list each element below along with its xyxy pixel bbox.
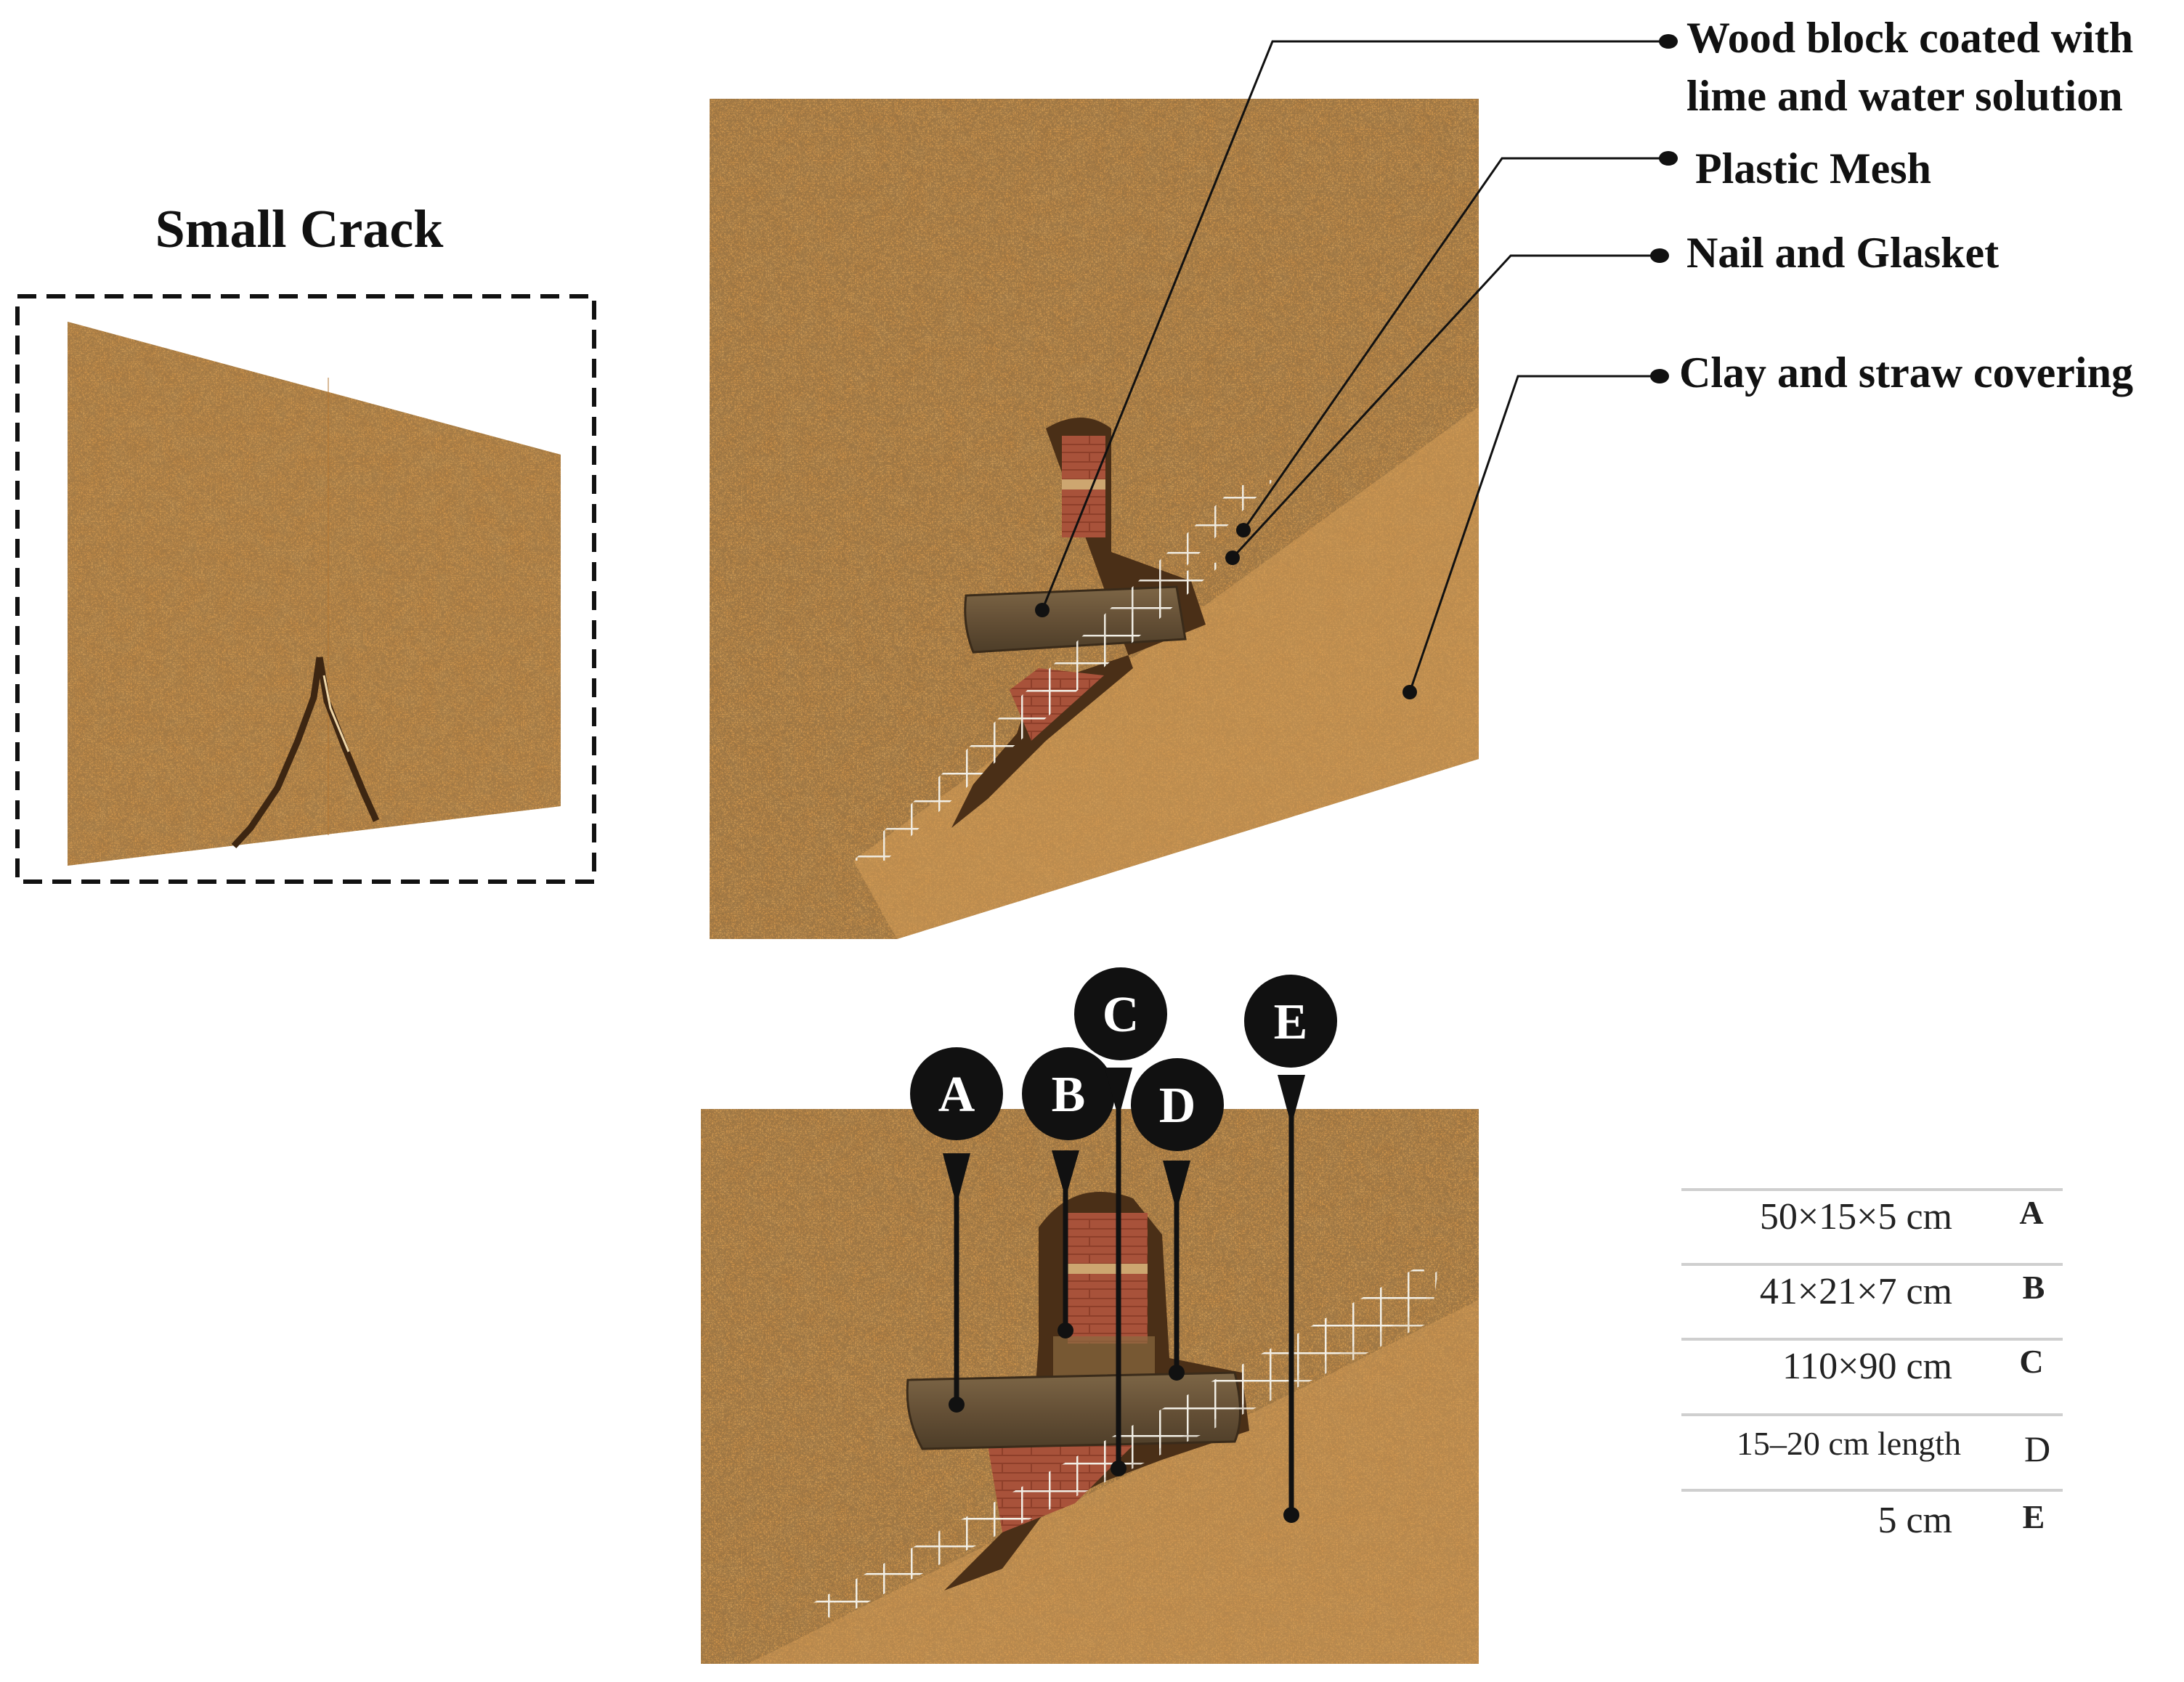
callout-nail-text: Nail and Glasket <box>1686 229 1999 277</box>
table-row: 5 cm E <box>1877 1498 2045 1541</box>
table-dimension: 41×21×7 cm <box>1760 1271 1952 1312</box>
table-row: 110×90 cm C <box>1782 1343 2044 1387</box>
callout-plastic-mesh: Plastic Mesh <box>1236 145 1931 537</box>
small-crack-wall <box>68 322 561 866</box>
table-letter: A <box>2019 1194 2043 1231</box>
marker-a: A <box>910 1047 1003 1413</box>
bottom-plastic-mesh <box>803 1264 1438 1620</box>
table-dimension: 15–20 cm length <box>1737 1425 1961 1462</box>
table-letter: D <box>2024 1429 2050 1469</box>
marker-e: E <box>1244 975 1337 1523</box>
callout-nail: Nail and Glasket <box>1225 229 1999 565</box>
callout-wood-block: Wood block coated with lime and water so… <box>1035 14 2133 617</box>
callout-wood-line1: Wood block coated with <box>1686 14 2133 62</box>
marker-c-letter: C <box>1103 987 1140 1043</box>
table-dimension: 50×15×5 cm <box>1760 1196 1952 1238</box>
marker-a-letter: A <box>938 1067 975 1123</box>
marker-b-letter: B <box>1052 1067 1086 1123</box>
dimensions-table: 50×15×5 cm A 41×21×7 cm B 110×90 cm C 15… <box>1681 1188 2063 1541</box>
table-letter: C <box>2019 1343 2043 1380</box>
callout-clay-text: Clay and straw covering <box>1679 349 2133 397</box>
table-dimension: 110×90 cm <box>1782 1346 1952 1387</box>
marker-d-letter: D <box>1159 1078 1196 1134</box>
small-crack-fissure <box>231 657 380 849</box>
marker-c: C <box>1074 967 1167 1476</box>
callout-clay: Clay and straw covering <box>1402 349 2133 699</box>
table-row: 50×15×5 cm A <box>1760 1194 2044 1238</box>
callout-wood-line2: lime and water solution <box>1686 72 2123 120</box>
table-row: 15–20 cm length D <box>1737 1425 2050 1469</box>
small-crack-title: Small Crack <box>155 200 444 259</box>
table-letter: E <box>2023 1498 2045 1535</box>
marker-b: B <box>1022 1047 1115 1338</box>
table-letter: B <box>2023 1269 2045 1306</box>
marker-e-letter: E <box>1274 994 1308 1050</box>
table-row: 41×21×7 cm B <box>1760 1269 2045 1312</box>
table-dimension: 5 cm <box>1877 1500 1952 1541</box>
top-plastic-mesh <box>853 479 1275 861</box>
top-repair-wall <box>710 99 1479 939</box>
callout-mesh-text: Plastic Mesh <box>1695 145 1931 192</box>
marker-d: D <box>1131 1058 1224 1381</box>
